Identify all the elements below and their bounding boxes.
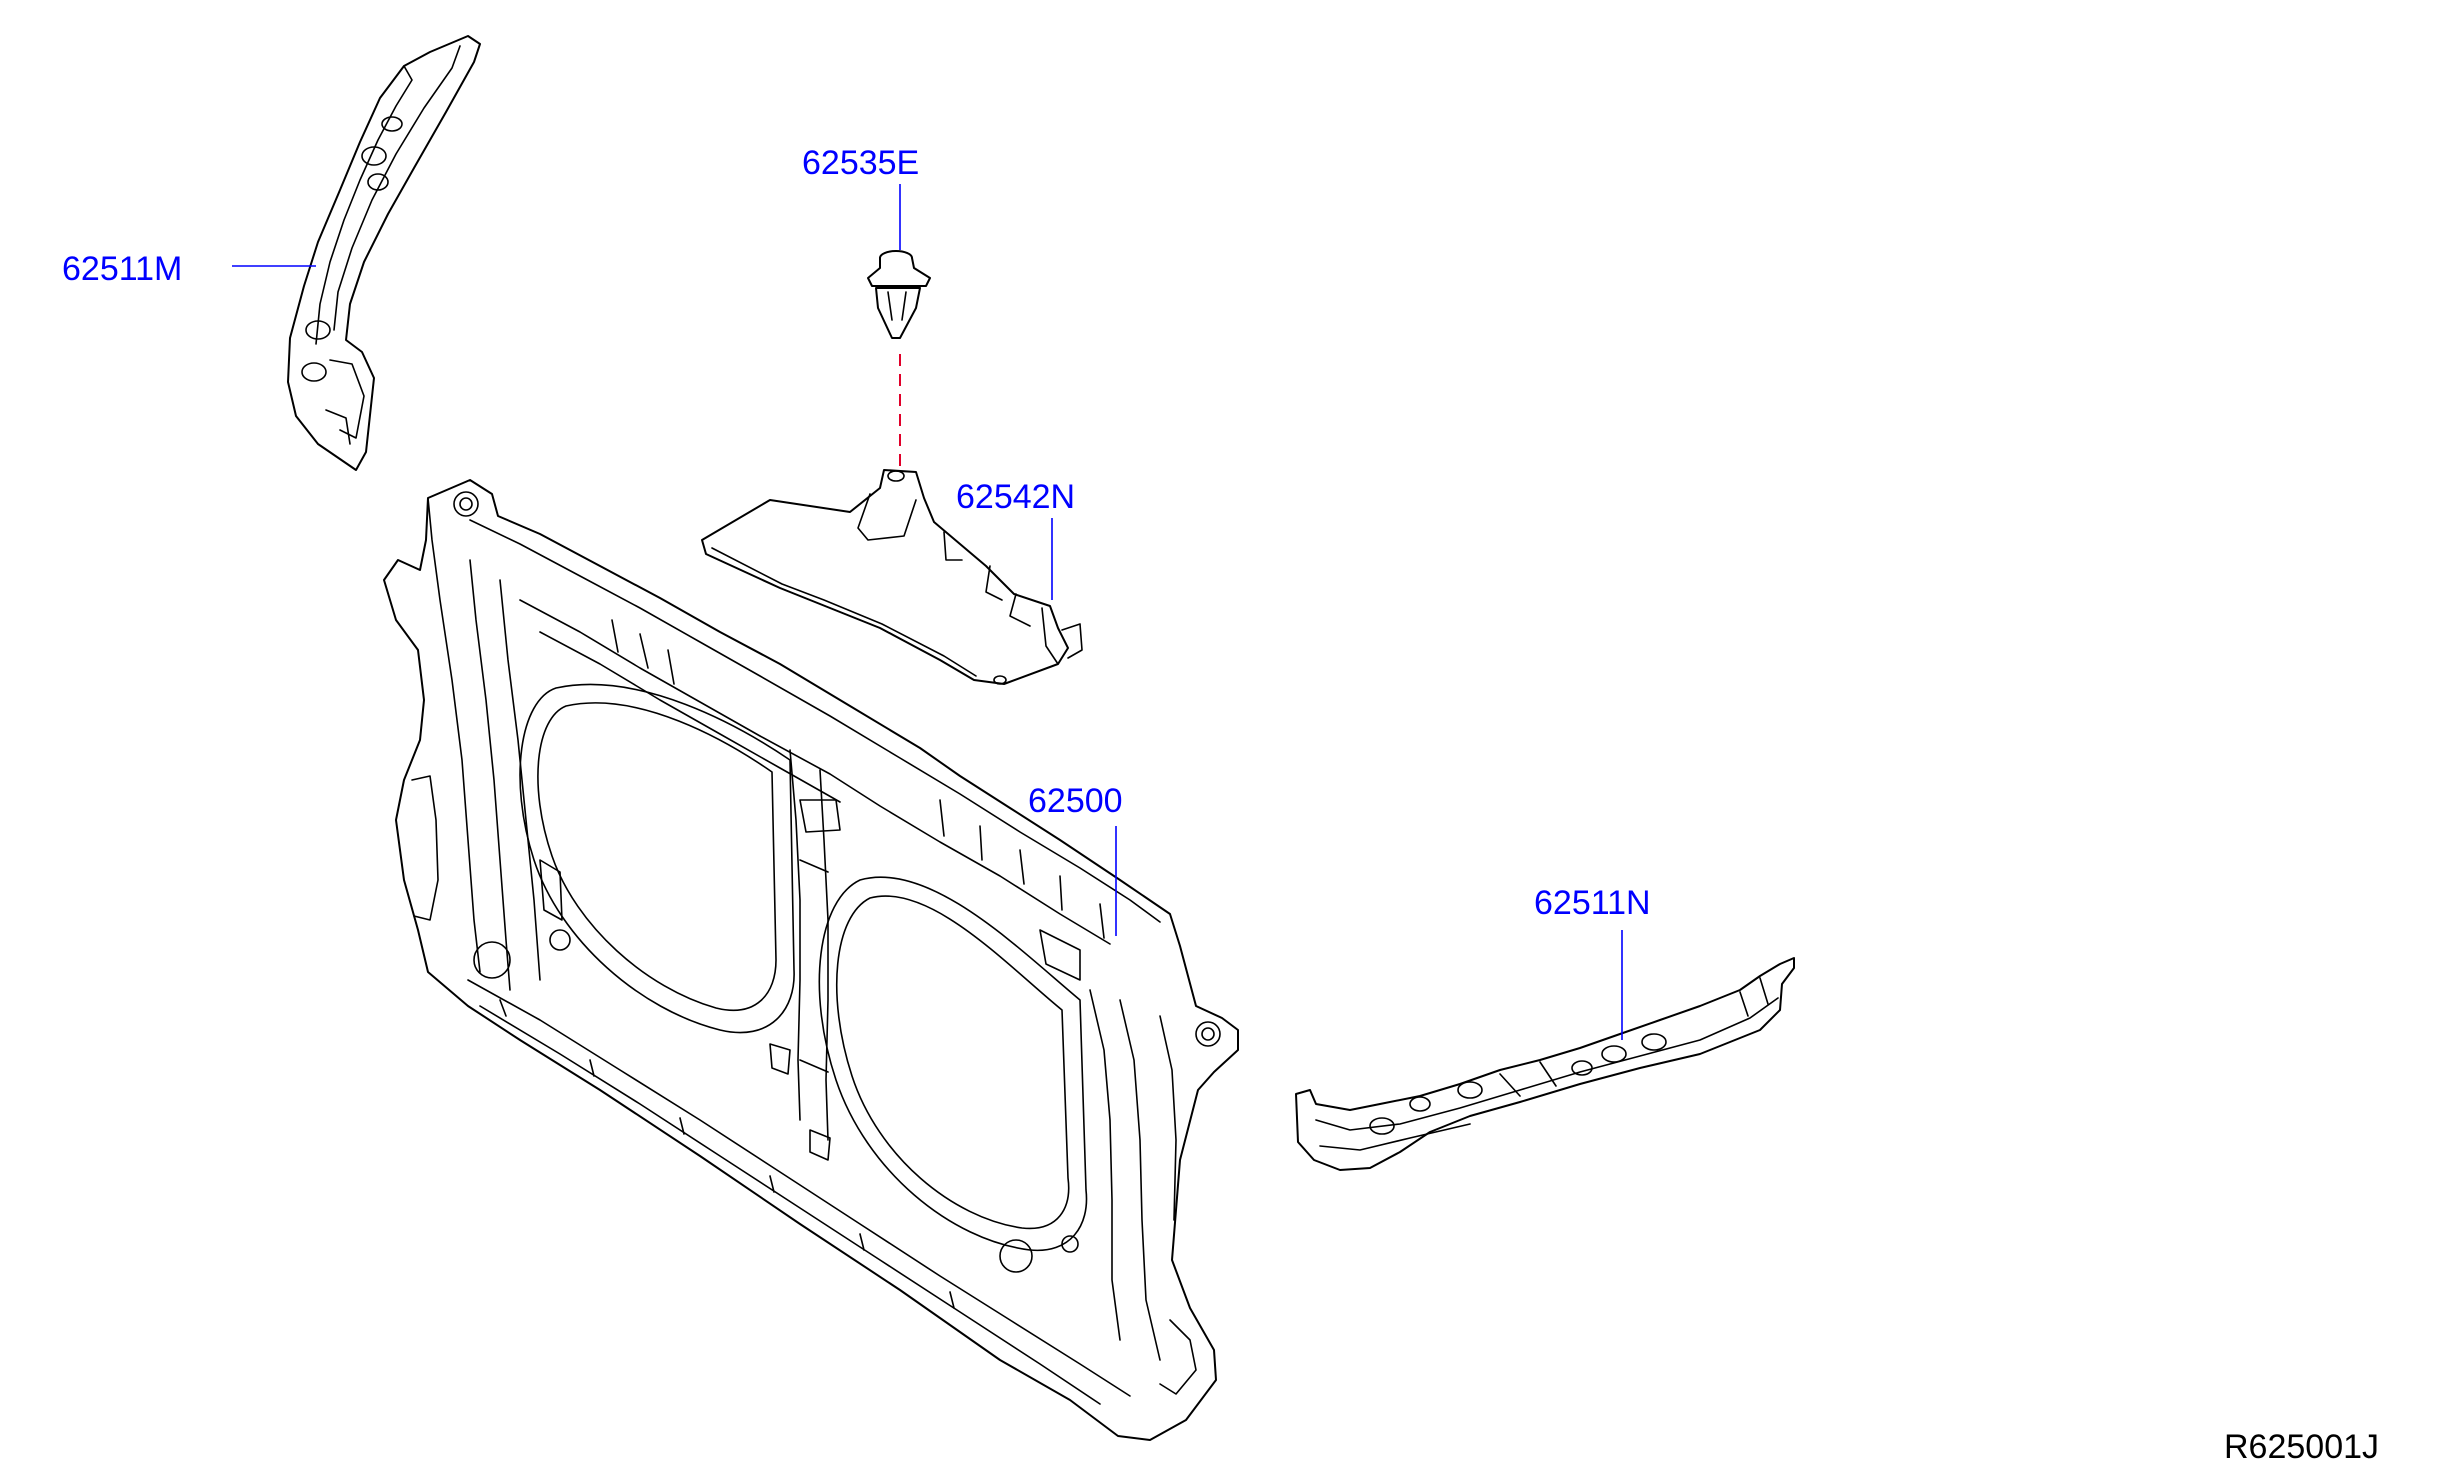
label-62535e: 62535E (802, 144, 919, 182)
diagram-reference-code: R625001J (2224, 1428, 2379, 1466)
clip-62535e (867, 250, 931, 339)
label-62511m: 62511M (62, 250, 182, 288)
air-guide-62542n (701, 469, 1083, 685)
core-support-62500 (383, 479, 1239, 1441)
label-62500: 62500 (1028, 782, 1123, 820)
label-62542n: 62542N (956, 478, 1075, 516)
bracket-62511n (1295, 957, 1795, 1171)
bracket-62511m (287, 35, 481, 471)
label-62511n: 62511N (1534, 884, 1651, 922)
